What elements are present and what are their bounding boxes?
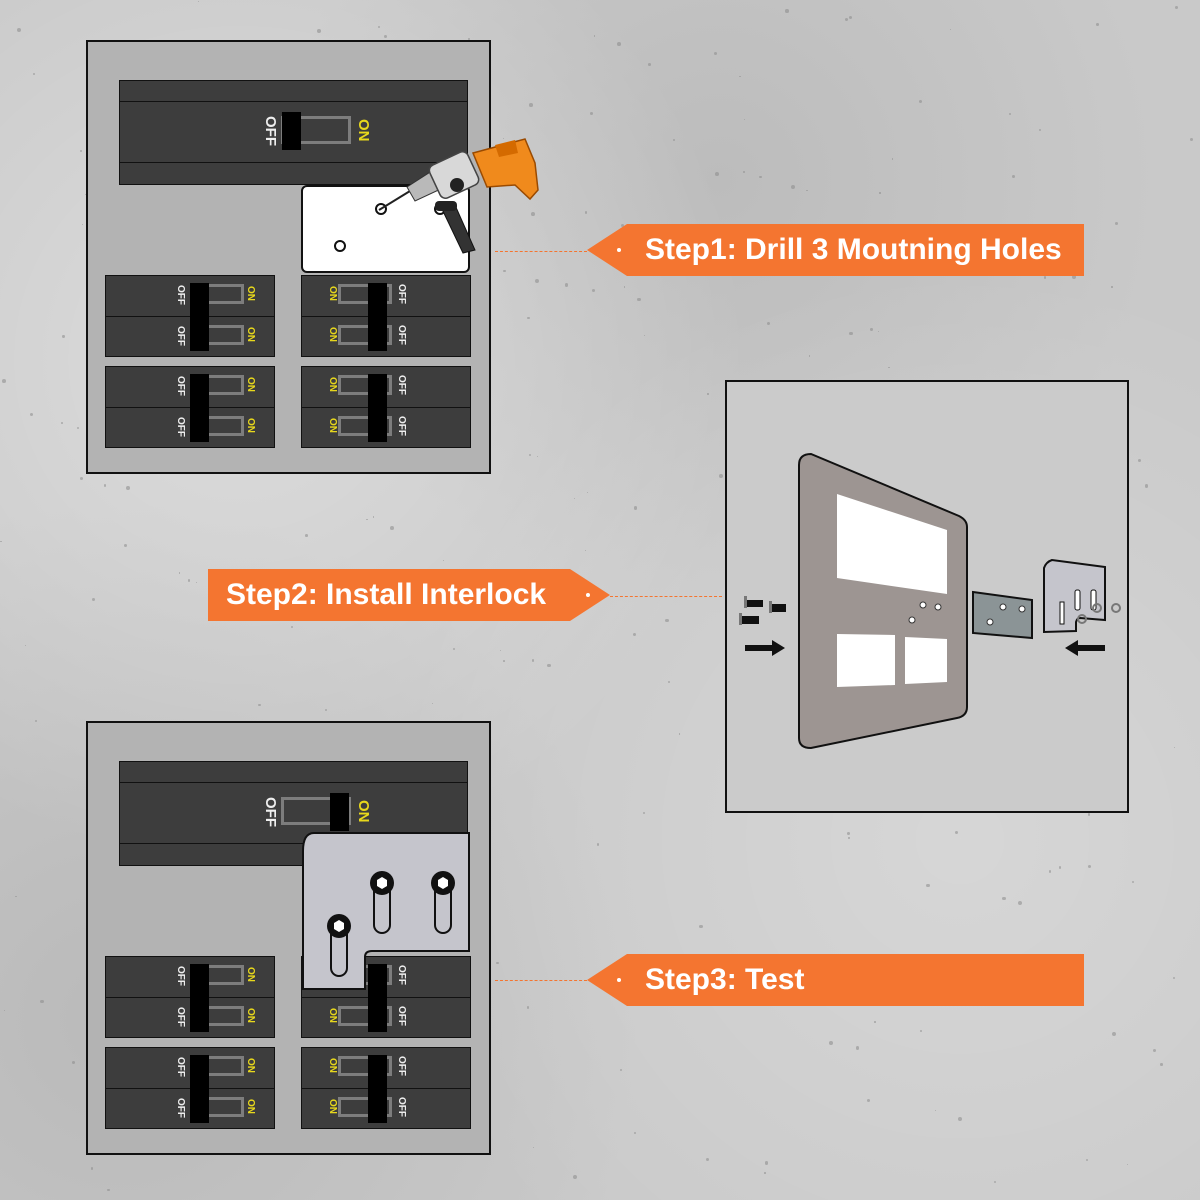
drill-hole bbox=[334, 240, 346, 252]
main-breaker: OFF ON bbox=[119, 80, 468, 185]
step3-leader-line bbox=[495, 980, 587, 981]
breaker-handle[interactable] bbox=[190, 374, 209, 442]
step3-text: Step3: Test bbox=[645, 963, 805, 996]
main-off-label: OFF bbox=[262, 116, 279, 146]
on-label: ON bbox=[327, 1099, 338, 1114]
on-label: ON bbox=[327, 1008, 338, 1023]
on-label: ON bbox=[327, 377, 338, 392]
step1-text: Step1: Drill 3 Moutning Holes bbox=[645, 233, 1062, 266]
branch-breaker: OFF ON OFF ON bbox=[105, 366, 275, 448]
on-label: ON bbox=[245, 1058, 256, 1073]
screws-icon bbox=[739, 596, 786, 625]
breaker-handle[interactable] bbox=[368, 374, 387, 442]
off-label: OFF bbox=[396, 965, 407, 985]
off-label: OFF bbox=[175, 417, 186, 437]
breaker-pole: ON OFF bbox=[302, 276, 470, 316]
breaker-handle[interactable] bbox=[368, 964, 387, 1032]
on-label: ON bbox=[327, 327, 338, 342]
drill-template-plate bbox=[301, 185, 470, 273]
on-label: ON bbox=[245, 286, 256, 301]
breaker-handle[interactable] bbox=[368, 283, 387, 351]
off-label: OFF bbox=[396, 1097, 407, 1117]
on-label: ON bbox=[245, 327, 256, 342]
on-label: ON bbox=[245, 1008, 256, 1023]
off-label: OFF bbox=[396, 1006, 407, 1026]
off-label: OFF bbox=[175, 376, 186, 396]
off-label: OFF bbox=[175, 1057, 186, 1077]
spacer-plate bbox=[972, 590, 1033, 640]
on-label: ON bbox=[327, 1058, 338, 1073]
branch-breaker: OFF ON OFF ON bbox=[105, 275, 275, 357]
breaker-handle[interactable] bbox=[190, 1055, 209, 1123]
off-label: OFF bbox=[175, 285, 186, 305]
breaker-handle[interactable] bbox=[368, 1055, 387, 1123]
on-label: ON bbox=[327, 286, 338, 301]
off-label: OFF bbox=[396, 416, 407, 436]
on-label: ON bbox=[245, 377, 256, 392]
off-label: OFF bbox=[396, 325, 407, 345]
on-label: ON bbox=[245, 418, 256, 433]
on-label: ON bbox=[245, 1099, 256, 1114]
main-on-label: ON bbox=[355, 800, 372, 823]
breaker-handle[interactable] bbox=[190, 283, 209, 351]
off-label: OFF bbox=[396, 375, 407, 395]
branch-breaker: OFF ON OFF ON bbox=[105, 1047, 275, 1129]
main-off-label: OFF bbox=[262, 797, 279, 827]
on-label: ON bbox=[327, 418, 338, 433]
off-label: OFF bbox=[175, 1098, 186, 1118]
main-breaker-handle[interactable] bbox=[330, 793, 349, 831]
off-label: OFF bbox=[175, 1007, 186, 1027]
step1-label: Step1: Drill 3 Moutning Holes bbox=[587, 224, 1084, 276]
off-label: OFF bbox=[396, 1056, 407, 1076]
off-label: OFF bbox=[175, 966, 186, 986]
breaker-pole: ON OFF bbox=[302, 1048, 470, 1088]
step1-leader-line bbox=[495, 251, 587, 252]
cover-plate bbox=[798, 452, 968, 750]
main-on-label: ON bbox=[355, 119, 372, 142]
installed-interlock bbox=[302, 832, 470, 990]
off-label: OFF bbox=[175, 326, 186, 346]
breaker-handle[interactable] bbox=[190, 964, 209, 1032]
drill-hole bbox=[375, 203, 387, 215]
off-label: OFF bbox=[396, 284, 407, 304]
on-label: ON bbox=[245, 967, 256, 982]
breaker-pole: ON OFF bbox=[302, 367, 470, 407]
drill-icon bbox=[378, 138, 539, 254]
step2-exploded-view bbox=[725, 380, 1129, 813]
step3-label: Step3: Test bbox=[587, 954, 1084, 1006]
branch-breaker: OFF ON OFF ON bbox=[105, 956, 275, 1038]
step2-label: Step2: Install Interlock bbox=[208, 569, 610, 621]
main-breaker-handle[interactable] bbox=[282, 112, 301, 150]
step2-text: Step2: Install Interlock bbox=[226, 578, 547, 611]
step2-leader-line bbox=[610, 596, 722, 597]
